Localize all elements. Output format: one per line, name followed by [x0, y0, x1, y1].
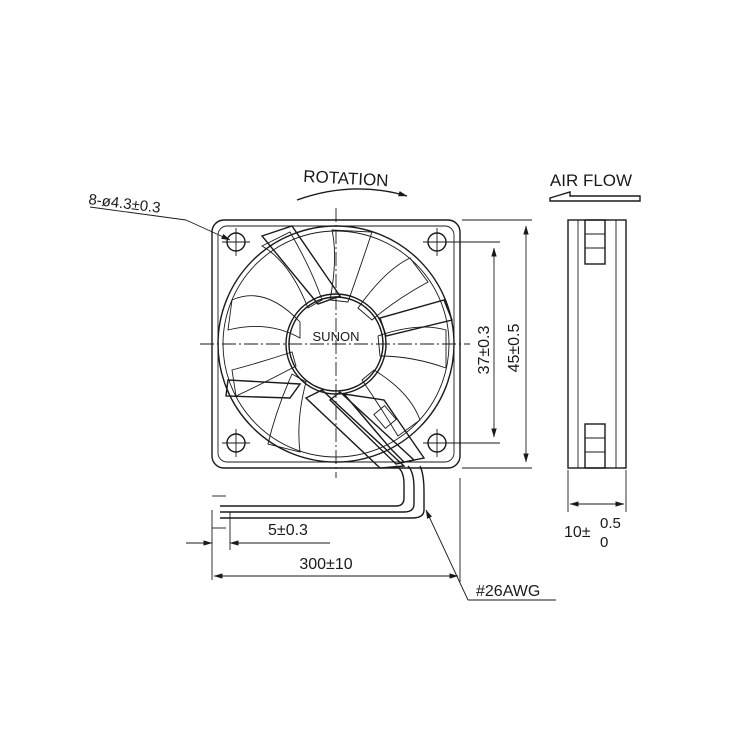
rotation-arrow	[296, 188, 408, 201]
frame-size-dimension: 45±0.5	[462, 219, 532, 469]
thickness-base-label: 10±	[564, 524, 591, 541]
air-flow-arrow	[549, 191, 641, 202]
air-flow-label: AIR FLOW	[550, 171, 632, 190]
side-view-clip-top	[584, 219, 606, 265]
impeller-blades	[227, 229, 447, 453]
hole-spacing-dimension: 37±0.3	[445, 241, 500, 444]
side-view-clip-bottom	[584, 423, 606, 469]
lead-strip-label: 5±0.3	[268, 522, 308, 539]
fan-front-view: SUNON	[200, 208, 470, 478]
side-view-body	[567, 219, 627, 469]
support-spokes	[225, 225, 453, 469]
fan-side-view	[567, 219, 627, 469]
lead-strip-dimension: 5±0.3	[186, 510, 330, 580]
hole-spacing-label: 37±0.3	[476, 325, 493, 374]
thickness-lower-tolerance: 0	[600, 534, 608, 551]
lead-length-dimension: 300±10	[213, 478, 461, 582]
wire-gauge-label: #26AWG	[476, 583, 540, 600]
lead-length-label: 300±10	[299, 556, 352, 573]
wire-gauge-callout: #26AWG	[425, 509, 556, 601]
lead-wires	[212, 465, 425, 529]
frame-size-label: 45±0.5	[506, 323, 523, 372]
thickness-upper-tolerance: 0.5	[600, 515, 621, 532]
hole-callout: 8-ø4.3±0.3	[88, 191, 231, 241]
rotation-indicator: ROTATION	[296, 167, 408, 201]
air-flow-indicator: AIR FLOW	[549, 171, 641, 202]
hole-spec-label: 8-ø4.3±0.3	[88, 191, 162, 217]
rotation-label: ROTATION	[303, 167, 389, 190]
thickness-dimension: 10± 0.5 0	[564, 470, 627, 551]
